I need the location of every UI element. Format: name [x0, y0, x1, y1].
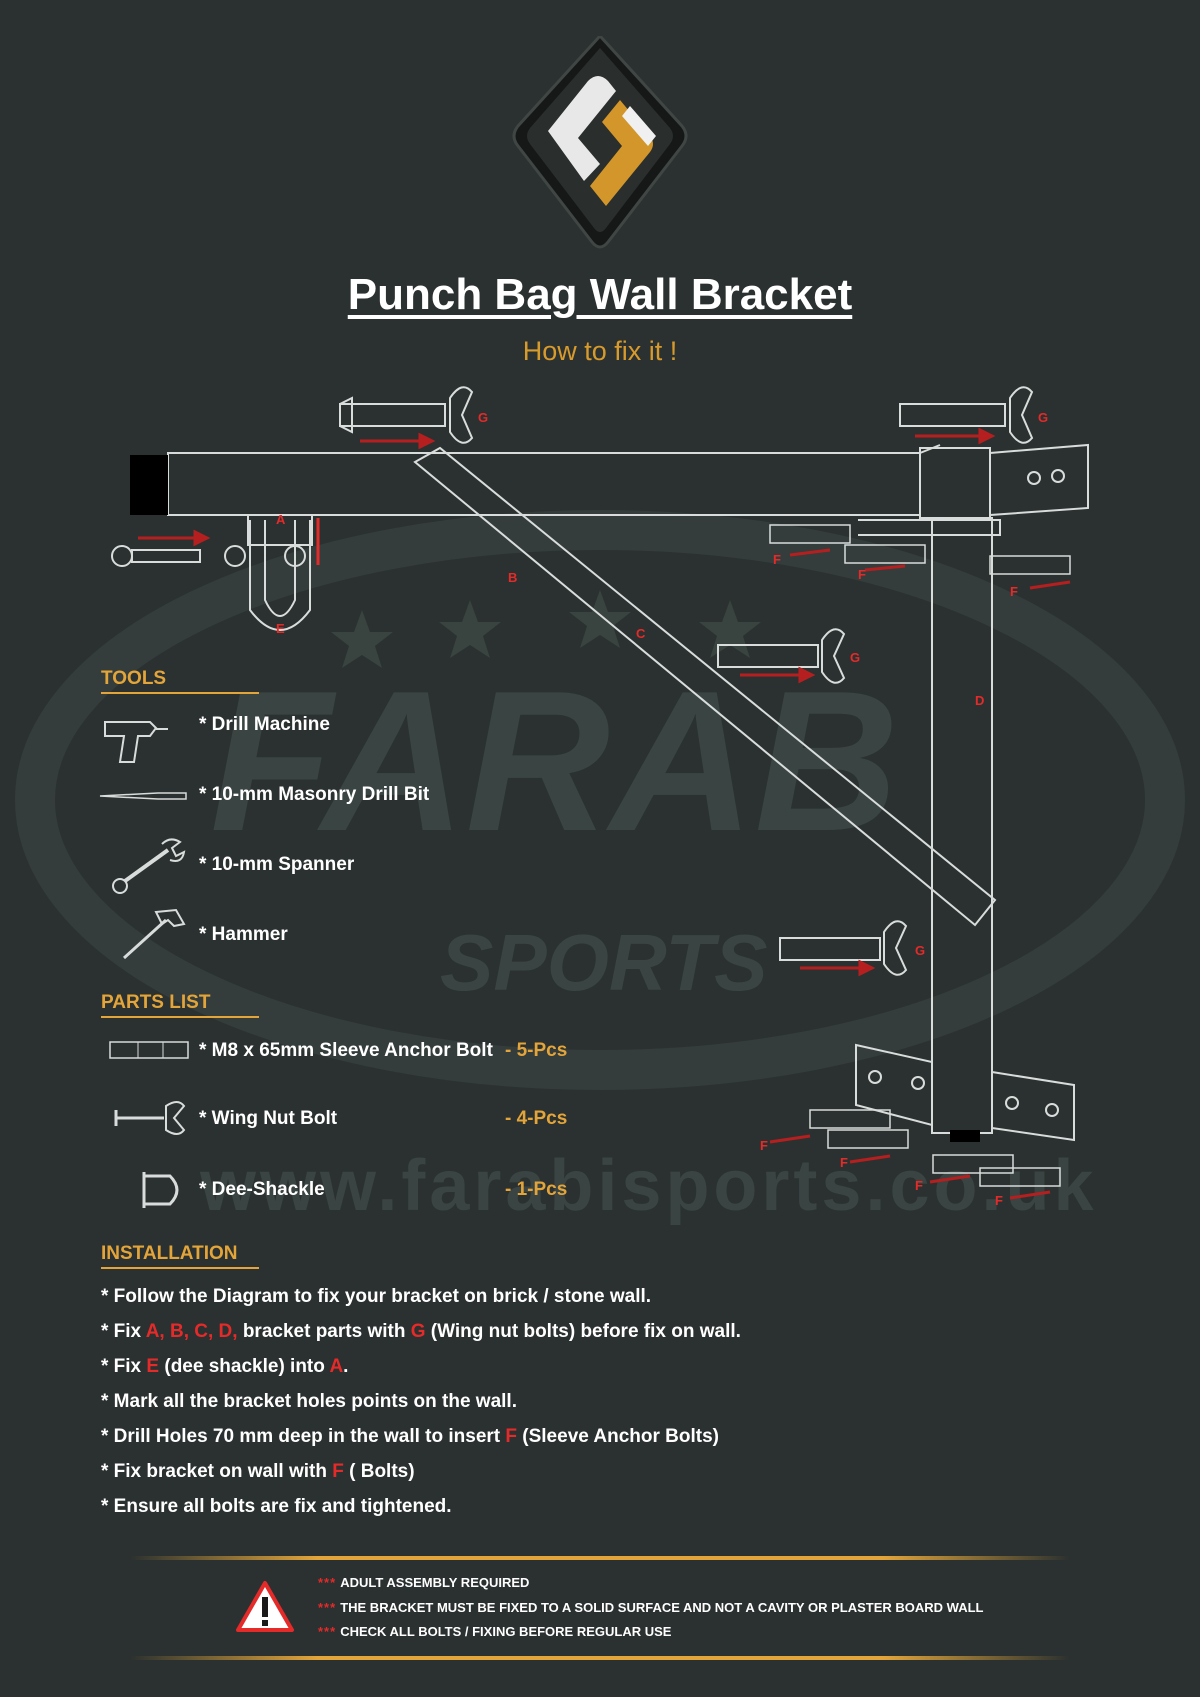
watermark-sports: SPORTS — [440, 918, 768, 1007]
divider-bottom — [130, 1656, 1070, 1660]
tool-spanner: * 10-mm Spanner — [199, 854, 355, 875]
tools-heading: TOOLS — [101, 668, 259, 694]
label-f2: F — [858, 567, 866, 582]
label-g3: G — [850, 650, 860, 665]
drill-icon — [104, 721, 168, 763]
bracket-diagram: A B C D E G G G G F F F F F F F — [111, 386, 1089, 1208]
label-c: C — [636, 626, 646, 641]
anchor-bolt-icon — [109, 1041, 189, 1059]
brand-logo — [512, 36, 688, 249]
label-f7: F — [995, 1193, 1003, 1208]
label-f4: F — [760, 1138, 768, 1153]
label-g2: G — [1038, 410, 1048, 425]
wing-nut-bolt-icon — [114, 1101, 186, 1135]
install-step-4: * Mark all the bracket holes points on t… — [101, 1391, 517, 1412]
label-a: A — [276, 512, 286, 527]
brace-bc — [413, 446, 997, 927]
tool-drill: * Drill Machine — [199, 714, 330, 735]
dee-shackle-icon — [142, 1172, 179, 1208]
divider-top — [130, 1556, 1070, 1560]
warning-line-3: ***CHECK ALL BOLTS / FIXING BEFORE REGUL… — [318, 1624, 672, 1639]
tool-drill-bit: * 10-mm Masonry Drill Bit — [199, 784, 430, 805]
part-anchor-bolt-qty: - 5-Pcs — [505, 1040, 568, 1061]
label-g1: G — [478, 410, 488, 425]
parts-heading: PARTS LIST — [101, 992, 259, 1018]
label-b: B — [508, 570, 517, 585]
warning-icon — [236, 1581, 294, 1632]
part-dee-shackle: * Dee-Shackle — [199, 1179, 325, 1200]
warning-line-2: ***THE BRACKET MUST BE FIXED TO A SOLID … — [318, 1600, 984, 1615]
install-step-1: * Follow the Diagram to fix your bracket… — [101, 1286, 652, 1307]
install-step-2: * Fix A, B, C, D, bracket parts with G (… — [101, 1321, 741, 1342]
arm-a — [167, 452, 921, 516]
warning-line-1: ***ADULT ASSEMBLY REQUIRED — [318, 1575, 530, 1590]
install-step-6: * Fix bracket on wall with F ( Bolts) — [101, 1461, 415, 1482]
install-step-7: * Ensure all bolts are fix and tightened… — [101, 1496, 452, 1517]
page-subtitle: How to fix it ! — [522, 336, 678, 366]
watermark-url: www.farabisports.co.uk — [200, 1146, 1098, 1226]
page-title: Punch Bag Wall Bracket — [347, 270, 853, 319]
label-e: E — [276, 621, 285, 636]
spanner-icon — [112, 838, 186, 894]
hammer-icon — [122, 908, 186, 960]
label-g4: G — [915, 943, 925, 958]
installation-heading: INSTALLATION — [101, 1243, 259, 1269]
part-dee-shackle-qty: - 1-Pcs — [505, 1179, 568, 1200]
dee-shackle-e — [264, 520, 296, 617]
post-d — [931, 517, 993, 1134]
tool-hammer: * Hammer — [199, 924, 288, 945]
label-d: D — [975, 693, 984, 708]
install-step-5: * Drill Holes 70 mm deep in the wall to … — [101, 1426, 720, 1447]
label-f3: F — [1010, 584, 1018, 599]
label-f5: F — [840, 1155, 848, 1170]
watermark-brand: FARAB — [210, 650, 899, 873]
label-f6: F — [915, 1178, 923, 1193]
install-step-3: * Fix E (dee shackle) into A. — [101, 1356, 349, 1377]
part-anchor-bolt: * M8 x 65mm Sleeve Anchor Bolt — [199, 1040, 493, 1061]
part-wing-nut-bolt: * Wing Nut Bolt — [199, 1108, 338, 1129]
part-wing-nut-bolt-qty: - 4-Pcs — [505, 1108, 568, 1129]
wall-plate-top — [919, 447, 991, 519]
label-f1: F — [773, 552, 781, 567]
drill-bit-icon — [99, 792, 187, 800]
